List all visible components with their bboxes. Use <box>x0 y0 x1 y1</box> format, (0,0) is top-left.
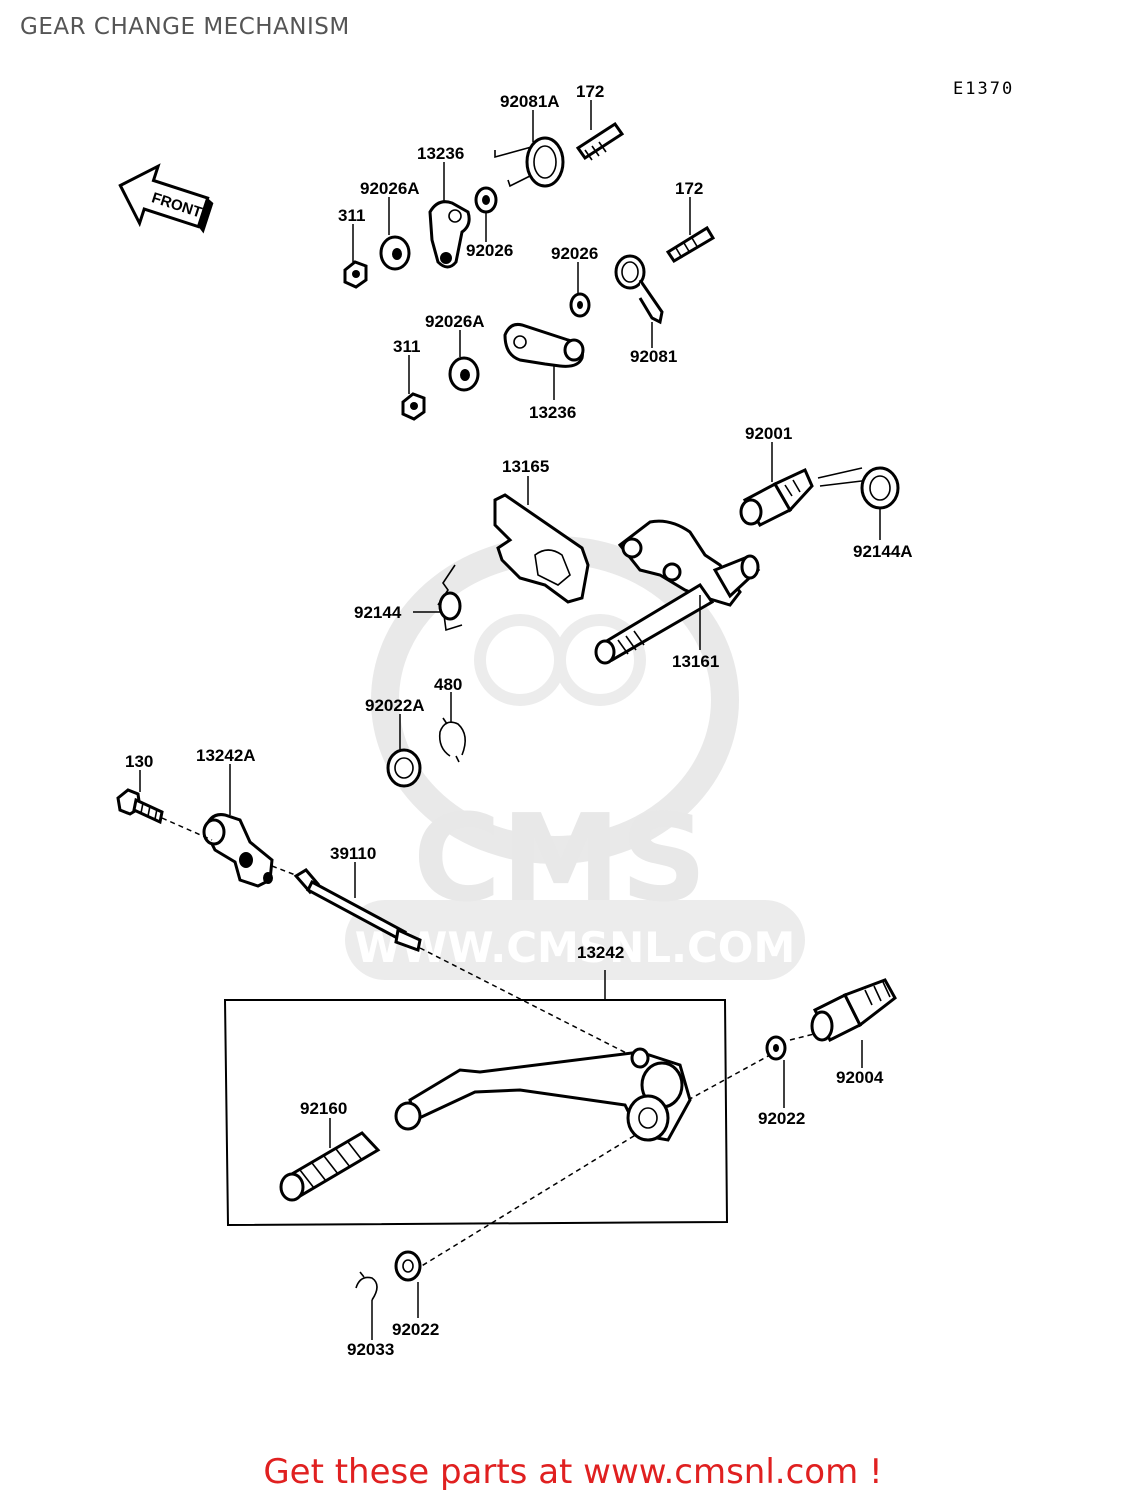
exploded-parts-diagram: CMS WWW.CMSNL.COM E1370 FRONT <box>116 79 1014 1359</box>
label-92022a: 92022A <box>365 696 425 715</box>
label-92026: 92026 <box>466 241 513 260</box>
rod-39110 <box>293 868 422 953</box>
plate-13165 <box>493 493 590 604</box>
diagram-code: E1370 <box>953 79 1014 99</box>
spring-92081a <box>494 136 565 188</box>
joint-13242a <box>202 813 274 888</box>
circlip-480 <box>438 717 466 763</box>
washer-92022-lower <box>394 1250 422 1282</box>
nut-311-lower <box>401 392 426 421</box>
label-13242a: 13242A <box>196 746 256 765</box>
lever-13236-upper <box>428 200 471 269</box>
label-92081a: 92081A <box>500 92 560 111</box>
circlip-92033 <box>355 1271 378 1301</box>
part-labels: 92081A 172 13236 92026A 311 92026 172 92… <box>125 82 913 1359</box>
shift-shaft-13161 <box>594 519 761 665</box>
bolt-130 <box>116 788 164 825</box>
label-13236: 13236 <box>529 403 576 422</box>
cta-link[interactable]: Get these parts at www.cmsnl.com ! <box>263 1452 883 1492</box>
spring-92144a <box>817 466 900 510</box>
nut-311-upper <box>343 260 368 289</box>
label-13161: 13161 <box>672 652 719 671</box>
label-92001: 92001 <box>745 424 792 443</box>
label-13242: 13242 <box>577 943 624 962</box>
assembly-guide-lines <box>161 817 831 1271</box>
label-92033: 92033 <box>347 1340 394 1359</box>
washer-92026-lower <box>569 292 591 318</box>
label-92026: 92026 <box>551 244 598 263</box>
washer-92026a-upper <box>379 235 411 271</box>
label-92026a: 92026A <box>425 312 485 331</box>
label-172: 172 <box>675 179 703 198</box>
label-92026a: 92026A <box>360 179 420 198</box>
spring-92144 <box>437 564 463 632</box>
label-92144a: 92144A <box>853 542 913 561</box>
label-92022: 92022 <box>758 1109 805 1128</box>
label-480: 480 <box>434 675 462 694</box>
page-title: GEAR CHANGE MECHANISM <box>20 14 350 40</box>
label-92004: 92004 <box>836 1068 884 1087</box>
label-13165: 13165 <box>502 457 549 476</box>
label-39110: 39110 <box>330 844 376 863</box>
washer-92026-upper <box>474 186 498 214</box>
label-311: 311 <box>393 337 420 356</box>
watermark-brand: CMS <box>413 790 707 929</box>
stud-172-upper <box>575 121 625 161</box>
shift-pedal-13242 <box>394 1047 692 1142</box>
spring-92081 <box>614 254 664 325</box>
rubber-92160 <box>279 1131 381 1202</box>
washer-92022-upper <box>765 1035 787 1061</box>
label-92022: 92022 <box>392 1320 439 1339</box>
cmsnl-watermark: CMS WWW.CMSNL.COM <box>345 536 805 980</box>
label-130: 130 <box>125 752 153 771</box>
stud-172-lower <box>665 225 716 264</box>
lever-13236-lower <box>503 323 585 368</box>
pin-92001 <box>739 467 814 527</box>
front-arrow-icon: FRONT <box>118 163 214 234</box>
label-92081: 92081 <box>630 347 677 366</box>
assembly-box-13242 <box>223 999 729 1227</box>
label-311: 311 <box>338 206 365 225</box>
pivot-bolt-92004 <box>810 978 897 1043</box>
label-leaders <box>139 100 881 1340</box>
washer-92026a-lower <box>448 356 480 392</box>
label-13236: 13236 <box>417 144 464 163</box>
label-92160: 92160 <box>300 1099 347 1118</box>
label-92144: 92144 <box>354 603 402 622</box>
label-172: 172 <box>576 82 604 101</box>
watermark-url: WWW.CMSNL.COM <box>355 923 796 972</box>
washer-92022a <box>386 748 422 788</box>
